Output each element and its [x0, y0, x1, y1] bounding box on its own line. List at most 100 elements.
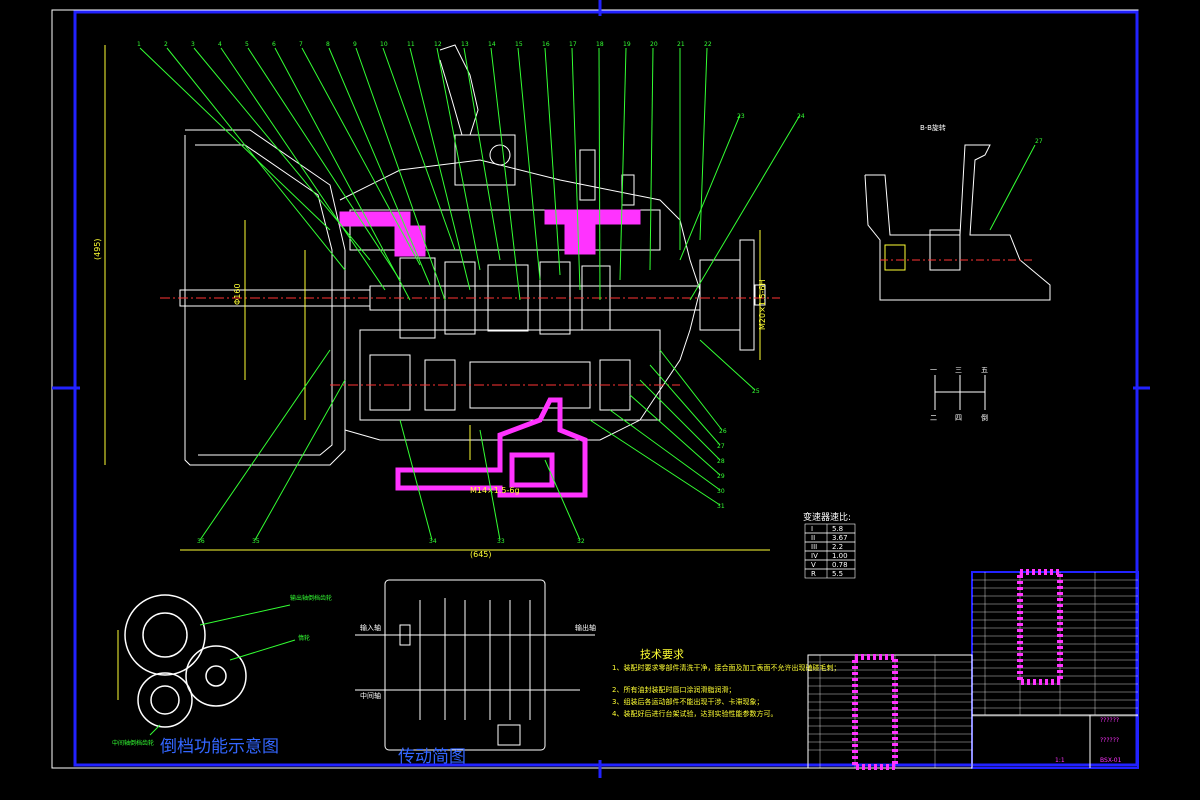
shift-top-3: 五	[981, 366, 988, 374]
ratio-value: 5.5	[832, 570, 843, 578]
callout-16: 16	[542, 41, 550, 48]
ratio-value: 3.67	[832, 534, 848, 542]
svg-text:M20×1.5-6H: M20×1.5-6H	[758, 280, 767, 331]
callout-36: 36	[197, 538, 205, 545]
callout-20: 20	[650, 41, 658, 48]
leader-18	[598, 47, 601, 301]
callout-23: 23	[737, 113, 745, 120]
section-bb-view	[864, 144, 1051, 301]
ratio-gear: I	[811, 525, 813, 533]
callout-7: 7	[299, 41, 303, 48]
tech-req-4: 4、装配好后进行台架试验，达到实验性能参数方可。	[612, 709, 777, 718]
schematic-countershaft-label: 中间轴	[360, 691, 381, 700]
shift-bottom-2: 四	[955, 414, 962, 422]
ratio-gear: V	[811, 561, 816, 569]
callout-21: 21	[677, 41, 685, 48]
main-shaft	[160, 285, 780, 386]
ratio-value: 0.78	[832, 561, 848, 569]
assembly-section-view	[184, 44, 766, 466]
reverse-diagram-title: 倒档功能示意图	[160, 737, 279, 757]
callout-13: 13	[461, 41, 469, 48]
callout-32: 32	[577, 538, 585, 545]
callout-15: 15	[515, 41, 523, 48]
drawing-number: BSX-01	[1100, 757, 1122, 764]
callout-11: 11	[407, 41, 415, 48]
shift-bottom-3: 倒	[981, 413, 988, 422]
reverse-gear-diagram	[117, 594, 247, 728]
svg-text:M14×1.5-6g: M14×1.5-6g	[470, 486, 520, 495]
dimension-lines	[104, 45, 770, 551]
label-counter-reverse-gear: 中间轴倒档齿轮	[112, 739, 154, 747]
schematic-title: 传动简图	[398, 747, 466, 767]
ratio-table-title: 变速器速比:	[803, 511, 851, 523]
leader-27	[989, 144, 1036, 231]
lower-parts-frame	[807, 654, 973, 769]
callout-14: 14	[488, 41, 496, 48]
tech-req-2: 2、所有油封装配时唇口涂润滑脂润滑；	[612, 685, 735, 694]
ratio-row	[804, 568, 856, 579]
leader-lines-bottom	[199, 114, 801, 541]
callout-28: 28	[717, 458, 725, 465]
callout-33: 33	[497, 538, 505, 545]
leader-2	[166, 47, 346, 271]
svg-text:Φ160: Φ160	[233, 283, 242, 305]
leader-33	[479, 429, 501, 541]
leader-35	[254, 379, 346, 541]
ratio-value: 5.8	[832, 525, 843, 533]
leader-lines-top	[139, 47, 708, 301]
callout-24: 24	[797, 113, 805, 120]
callout-3: 3	[191, 41, 195, 48]
shift-forks-highlight	[339, 209, 641, 498]
callout-29: 29	[717, 473, 725, 480]
leader-20	[649, 47, 654, 271]
callout-6: 6	[272, 41, 276, 48]
leader-32	[544, 459, 581, 541]
callout-27: 27	[717, 443, 725, 450]
leader-12	[436, 47, 481, 271]
dimension-texts: (495) (645) M14×1.5-6g Φ160 M20×1.5-6H	[93, 238, 767, 559]
leader-24	[689, 114, 801, 301]
callout-34: 34	[429, 538, 437, 545]
callout-17: 17	[569, 41, 577, 48]
leader-31	[589, 419, 721, 506]
shift-pattern	[934, 375, 986, 410]
leader-27	[649, 364, 721, 446]
ratio-gear: II	[811, 534, 815, 542]
callout-27: 27	[1035, 138, 1043, 145]
leader-36	[199, 349, 331, 541]
leader-23	[679, 114, 741, 261]
leader-17	[571, 47, 581, 291]
callout-30: 30	[717, 488, 725, 495]
callout-18: 18	[596, 41, 604, 48]
leader-28	[639, 379, 721, 461]
callout-10: 10	[380, 41, 388, 48]
tech-requirements-title: 技术要求	[640, 648, 684, 661]
callout-5: 5	[245, 41, 249, 48]
schematic-input-label: 输入轴	[360, 623, 381, 632]
tech-req-1: 1、装配时要求零部件清洗干净，接合面及加工表面不允许出现磕碰毛刺；	[612, 663, 840, 672]
callout-25: 25	[752, 388, 760, 395]
callout-26: 26	[719, 428, 727, 435]
ratio-gear: III	[811, 543, 817, 551]
leader-4	[220, 47, 386, 291]
transmission-schematic	[355, 579, 595, 751]
callout-8: 8	[326, 41, 330, 48]
leader-1	[139, 47, 331, 231]
leader-13	[463, 47, 501, 261]
section-bb-label: B-B旋转	[920, 123, 946, 132]
leader-14	[490, 47, 521, 301]
tech-req-3: 3、组装后各运动部件不能出现干涉、卡滞现象；	[612, 697, 763, 706]
leader-22	[699, 47, 708, 241]
highlighted-column	[852, 654, 898, 770]
leader-34	[399, 419, 433, 541]
leader-11	[409, 47, 471, 291]
shift-bottom-1: 二	[930, 414, 937, 422]
label-output-reverse-gear: 输出轴倒档齿轮	[290, 594, 332, 602]
callout-22: 22	[704, 41, 712, 48]
leader-25	[699, 339, 756, 391]
title-name-2: ??????	[1100, 737, 1119, 744]
